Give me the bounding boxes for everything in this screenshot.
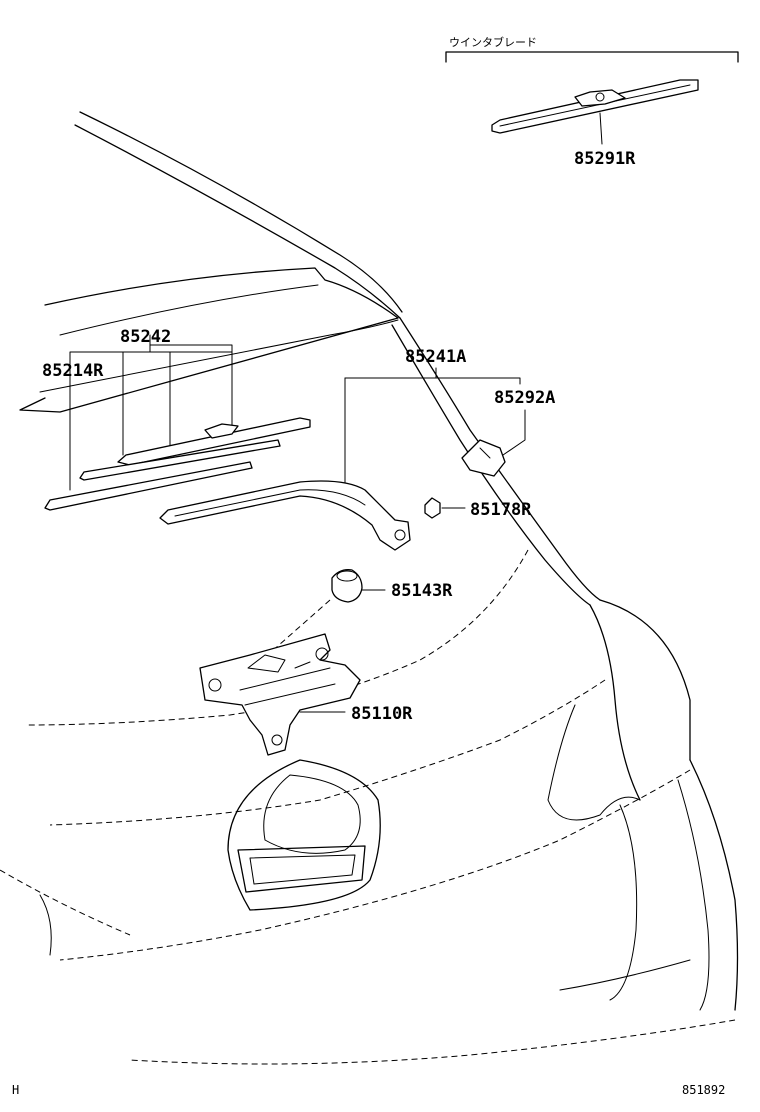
corner-letter: H [12, 1083, 19, 1097]
labels: ウインタブレード 85291R 85242 85214R 85241A 8529… [12, 35, 725, 1097]
drawing-number: 851892 [682, 1083, 725, 1097]
arm-cover-85292a [461, 409, 526, 477]
label-85110r: 85110R [351, 704, 413, 724]
label-85242: 85242 [120, 327, 171, 347]
blade-assembly-85242 [44, 334, 311, 511]
nut-85178r [424, 497, 466, 519]
label-85178r: 85178R [470, 500, 532, 520]
label-85143r: 85143R [391, 581, 453, 601]
wiper-motor-85110r [199, 633, 361, 756]
vehicle-body-outline [0, 111, 739, 1065]
label-85292a: 85292A [494, 388, 555, 408]
label-85214r: 85214R [42, 361, 104, 381]
label-85291r: 85291R [574, 149, 636, 169]
wiper-arm-85241a [159, 367, 521, 551]
header-label: ウインタブレード [449, 35, 537, 49]
label-85241a: 85241A [405, 347, 466, 367]
wiper-blade-85291r [445, 51, 739, 145]
